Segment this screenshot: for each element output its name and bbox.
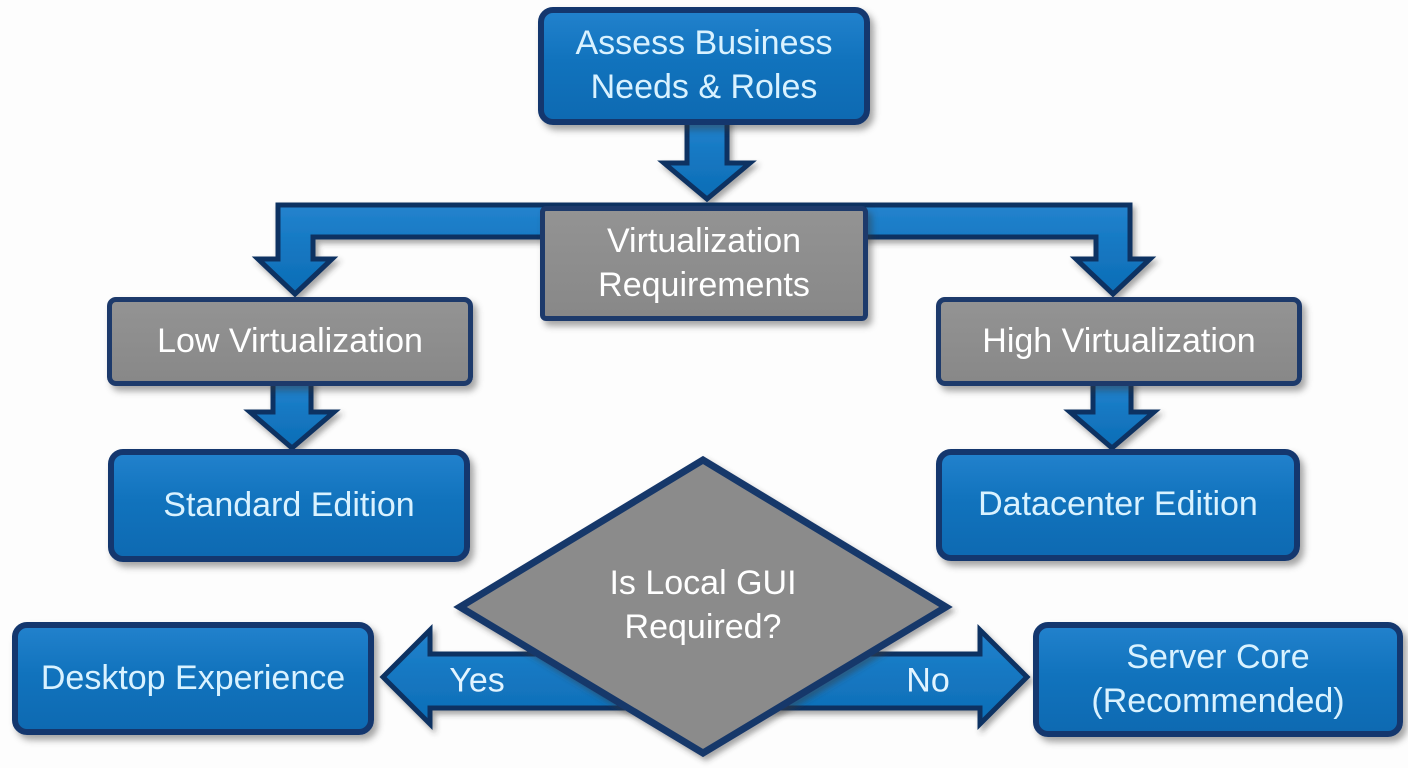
node-label: Server Core (Recommended) bbox=[1091, 637, 1345, 720]
node-datacenter-edition: Datacenter Edition bbox=[936, 449, 1300, 561]
edge-label-yes: Yes bbox=[449, 662, 504, 701]
edge-label-text: No bbox=[906, 661, 950, 700]
decision-diamond-shape bbox=[453, 455, 953, 758]
node-low-virtualization: Low Virtualization bbox=[107, 297, 473, 386]
node-label: Datacenter Edition bbox=[978, 485, 1258, 524]
node-high-virtualization: High Virtualization bbox=[936, 297, 1302, 386]
connector-low-to-standard-arrow bbox=[243, 379, 341, 452]
node-label: Assess Business Needs & Roles bbox=[575, 24, 833, 106]
connector-virtualization-branch-band bbox=[251, 202, 1157, 298]
connector-assess-to-virtualization-arrow bbox=[657, 115, 757, 203]
node-virtualization-requirements: Virtualization Requirements bbox=[540, 206, 868, 321]
connector-high-to-datacenter-arrow bbox=[1063, 379, 1161, 452]
node-desktop-experience: Desktop Experience bbox=[12, 622, 374, 735]
node-label: High Virtualization bbox=[982, 321, 1256, 360]
node-assess-business-needs: Assess Business Needs & Roles bbox=[538, 7, 870, 125]
edge-label-text: Yes bbox=[449, 661, 505, 700]
node-server-core: Server Core (Recommended) bbox=[1033, 622, 1403, 737]
node-label: Low Virtualization bbox=[157, 321, 423, 360]
edge-label-no: No bbox=[906, 662, 949, 701]
node-gui-decision: Is Local GUI Required? bbox=[538, 561, 868, 649]
node-standard-edition: Standard Edition bbox=[108, 449, 470, 562]
node-label: Desktop Experience bbox=[40, 658, 346, 697]
node-label: Virtualization Requirements bbox=[598, 221, 810, 304]
node-label: Standard Edition bbox=[163, 485, 415, 524]
node-label: Is Local GUI Required? bbox=[609, 564, 797, 647]
